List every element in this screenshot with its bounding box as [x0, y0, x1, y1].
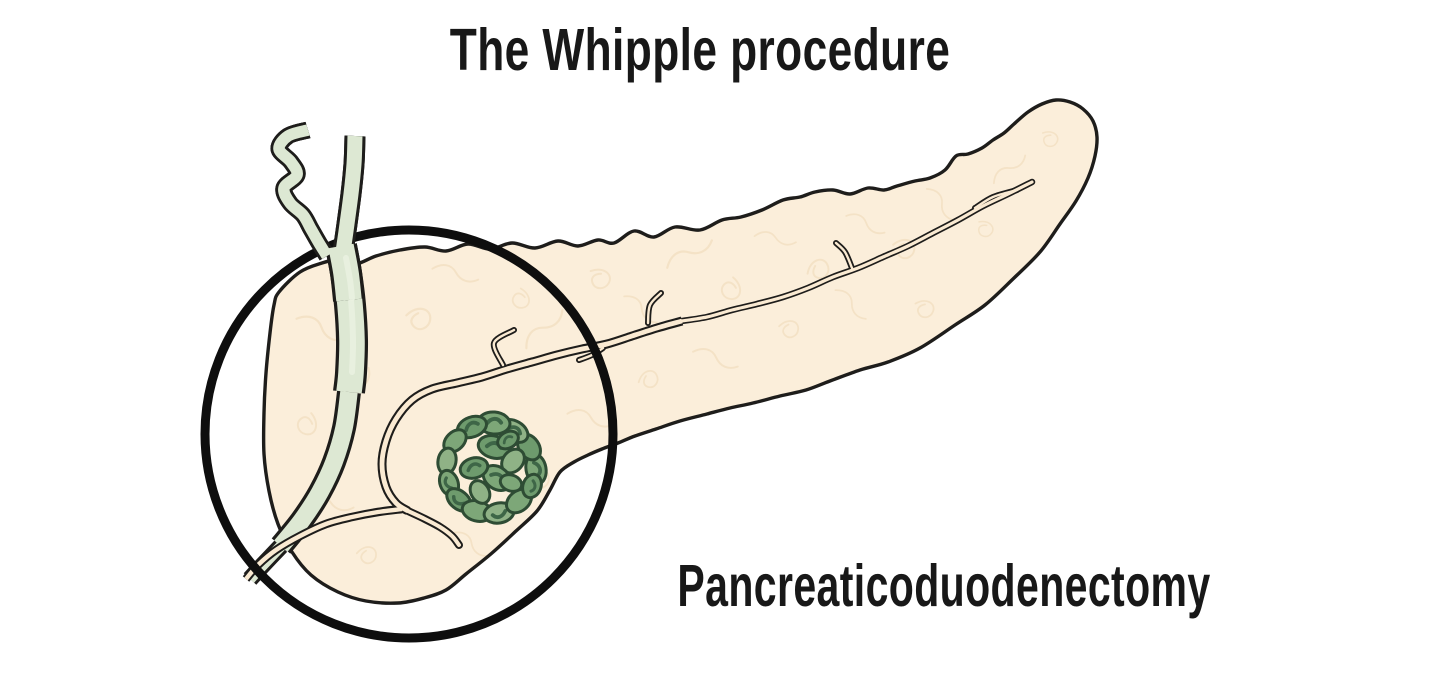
tumor-cell	[458, 456, 490, 480]
subtitle-text: Pancreaticoduodenectomy	[677, 552, 1210, 618]
pancreatic-duct	[242, 178, 1036, 582]
pancreas-body	[263, 99, 1098, 604]
title-text: The Whipple procedure	[450, 18, 951, 84]
bile-duct-upper	[270, 121, 366, 302]
magnifier-circle	[200, 225, 618, 643]
tumor-cell	[496, 429, 520, 451]
tumor-cell	[521, 472, 543, 500]
pancreas-texture	[295, 131, 1059, 565]
tumor-cell	[498, 473, 524, 493]
tumor	[436, 410, 548, 525]
pancreas	[261, 98, 1099, 605]
pancreas-outline	[261, 98, 1099, 605]
tumor-cell	[468, 479, 492, 505]
